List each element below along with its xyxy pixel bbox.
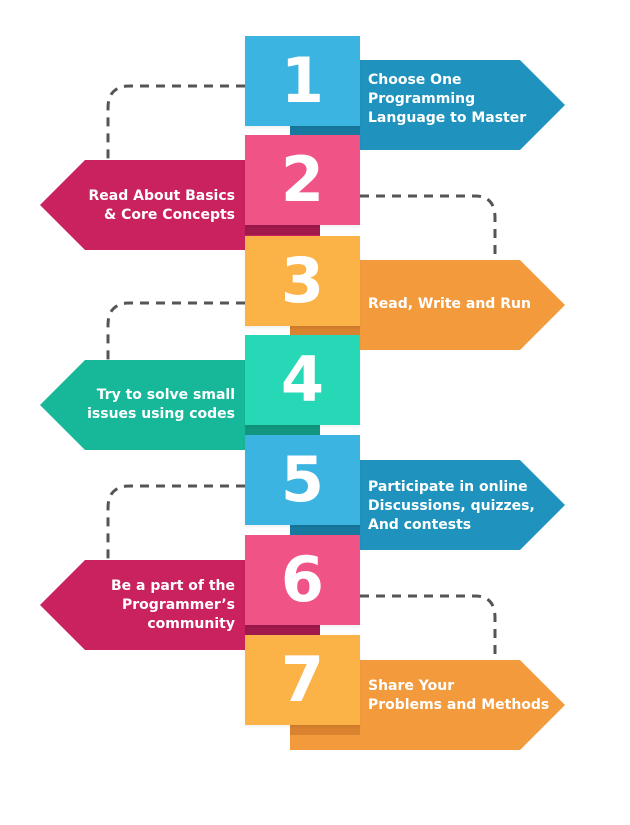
fold-3 (290, 325, 360, 335)
step-1-label: Choose One Programming Language to Maste… (368, 72, 527, 126)
connector-3-4 (106, 301, 245, 360)
step-3-number-box: 3 (245, 236, 360, 326)
fold-7 (290, 725, 360, 735)
connector-1-2 (106, 84, 245, 160)
connector-6-7 (360, 594, 497, 660)
connector-5-6 (106, 484, 245, 560)
fold-5 (290, 525, 360, 535)
step-4-number-box: 4 (245, 335, 360, 425)
fold-2 (245, 225, 320, 235)
connector-2-3 (360, 194, 497, 261)
fold-6 (245, 625, 320, 635)
step-6-label: Be a part of the Programmer’s community (110, 578, 235, 632)
step-7-label: Share Your Problems and Methods (368, 678, 550, 713)
step-7-number-box: 7 (245, 635, 360, 725)
step-4-label: Try to solve small issues using codes (87, 387, 235, 422)
step-5-number-box: 5 (245, 435, 360, 525)
step-2-label: Read About Basics & Core Concepts (88, 188, 235, 223)
step-3-label: Read, Write and Run (368, 296, 531, 312)
fold-1 (290, 125, 360, 135)
step-1-number-box: 1 (245, 36, 360, 126)
step-6-number-box: 6 (245, 535, 360, 625)
fold-4 (245, 425, 320, 435)
step-2-number-box: 2 (245, 135, 360, 225)
step-5-label: Participate in online Discussions, quizz… (368, 479, 535, 533)
